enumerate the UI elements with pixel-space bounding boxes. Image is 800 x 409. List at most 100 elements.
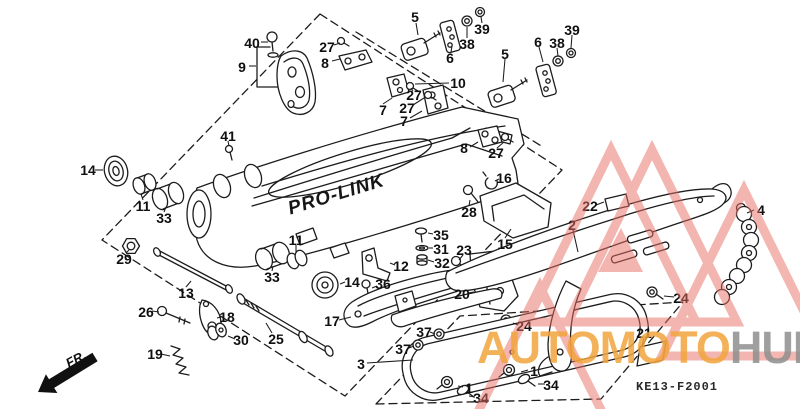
leader-line-38	[556, 47, 559, 57]
watermark-triangle	[560, 139, 745, 327]
center-small-parts	[361, 227, 429, 300]
spring-19	[170, 345, 190, 376]
part-label-20: 20	[454, 286, 470, 302]
leader-line-8	[469, 141, 479, 148]
watermark-triangle	[474, 276, 606, 409]
watermark-text-first: AUTOMOTO	[477, 322, 730, 373]
nut-37-a	[433, 328, 445, 340]
leader-line-6	[450, 45, 453, 53]
leader-line-1	[457, 385, 464, 388]
leader-line-27	[410, 87, 414, 92]
part-label-18: 18	[219, 309, 235, 325]
part-label-28: 28	[461, 204, 477, 220]
side-guard-plate	[224, 31, 317, 161]
leader-line-10	[414, 82, 450, 85]
part-label-5: 5	[501, 46, 509, 62]
leader-line-27	[496, 141, 505, 149]
part-label-19: 19	[147, 346, 163, 362]
part-label-9: 9	[238, 59, 246, 75]
leader-line-24	[663, 295, 675, 298]
drawing-code: KE13-F2001	[636, 380, 718, 394]
bolt-40	[266, 31, 279, 58]
part-label-1: 1	[530, 363, 538, 379]
part-label-15: 15	[497, 236, 513, 252]
part-label-39: 39	[474, 21, 490, 37]
nut-37-b	[412, 339, 424, 351]
leader-line-6	[538, 46, 544, 63]
part-label-26: 26	[138, 304, 154, 320]
part-label-36: 36	[375, 276, 391, 292]
mount-5-left	[400, 30, 441, 61]
leader-line-12	[389, 262, 396, 266]
pivot-small-parts-left	[103, 155, 185, 255]
leader-line-13	[185, 280, 192, 288]
part-label-14: 14	[344, 274, 360, 290]
leader-line-32	[427, 259, 435, 263]
part-label-8: 8	[321, 55, 329, 71]
washer-31	[415, 244, 429, 252]
leader-line-39	[480, 16, 483, 24]
part-label-5: 5	[411, 9, 419, 25]
part-label-39: 39	[564, 22, 580, 38]
fr-direction-arrow	[38, 352, 98, 393]
leader-line-8	[331, 58, 341, 62]
leader-line-21	[641, 337, 645, 347]
axle-shaft-25	[236, 293, 334, 357]
swingarm-group-box	[101, 13, 563, 397]
part-label-34: 34	[543, 377, 559, 393]
leader-line-14	[339, 281, 346, 285]
leader-line-7	[382, 97, 393, 105]
part-label-31: 31	[433, 241, 449, 257]
part-label-27: 27	[488, 145, 504, 161]
chain-tensioner-parts	[156, 299, 227, 376]
leader-line-27	[333, 42, 341, 46]
part-label-8: 8	[460, 140, 468, 156]
watermark-triangle-solid	[598, 228, 643, 272]
leader-line-29	[125, 249, 130, 254]
bolt-35	[414, 227, 428, 243]
leader-line-1	[520, 369, 529, 373]
part-label-11: 11	[289, 232, 304, 248]
leader-line-37	[408, 345, 415, 349]
nut-32	[416, 254, 428, 266]
leader-line-37	[429, 331, 436, 335]
leader-line-19	[160, 353, 171, 357]
part-label-30: 30	[233, 332, 249, 348]
leader-line-41	[227, 140, 230, 147]
pivot-tube	[186, 189, 212, 239]
leader-line-33	[163, 206, 167, 213]
part-label-27: 27	[406, 87, 422, 103]
swingarm: PRO-LINK	[186, 106, 525, 268]
torque-link-brackets	[336, 36, 514, 148]
part-label-13: 13	[178, 285, 194, 301]
roller-bracket-12	[361, 247, 391, 282]
lock-nut-29	[121, 237, 141, 255]
part-label-10: 10	[450, 75, 466, 91]
part-label-41: 41	[220, 128, 236, 144]
part-label-6: 6	[446, 50, 454, 66]
dust-seal-14	[103, 155, 129, 187]
part-label-33: 33	[156, 210, 172, 226]
part-label-4: 4	[757, 202, 765, 218]
part-label-16: 16	[496, 170, 512, 186]
leader-line-27	[412, 97, 425, 106]
leader-line-15	[504, 228, 512, 239]
leader-line-25	[265, 322, 273, 334]
part-label-7: 7	[379, 102, 387, 118]
bolt-26	[156, 305, 191, 325]
part-label-37: 37	[395, 341, 411, 357]
leader-line-28	[468, 199, 471, 207]
bolt-1-b	[436, 375, 454, 390]
bolt-28	[462, 184, 479, 203]
nut-39-right	[565, 47, 577, 59]
part-label-1: 1	[465, 380, 473, 396]
part-label-23: 23	[456, 242, 472, 258]
part-label-14: 14	[80, 162, 96, 178]
fr-direction: FR.	[38, 347, 98, 393]
leader-line-34	[468, 395, 476, 398]
part-label-12: 12	[393, 258, 409, 274]
label-9-bracket	[256, 46, 279, 88]
part-label-6: 6	[534, 34, 542, 50]
